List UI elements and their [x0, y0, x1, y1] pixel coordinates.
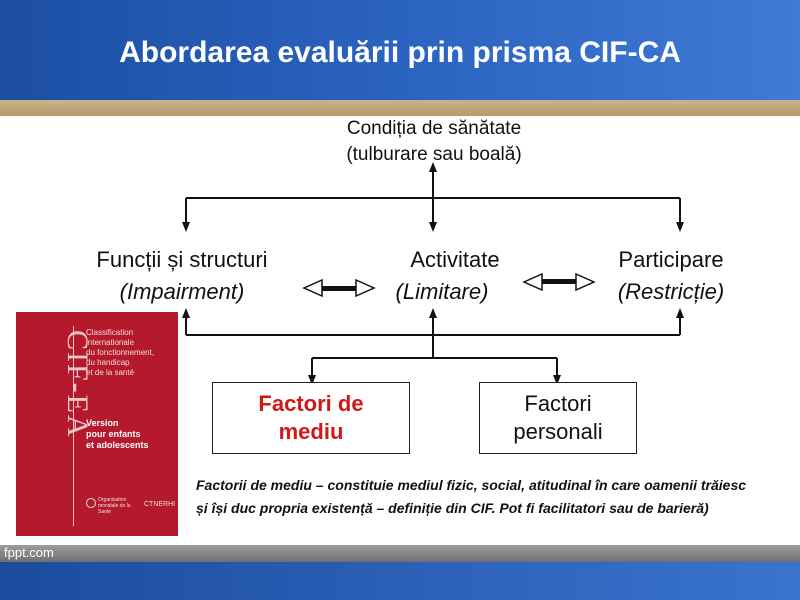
health-arrow-up — [429, 162, 437, 172]
health-condition-line2: (tulburare sau boală) — [346, 144, 522, 165]
environmental-factors-box: Factori de mediu — [212, 382, 410, 454]
slide-title: Abordarea evaluării prin prisma CIF-CA — [119, 36, 681, 69]
double-arrow-right-bar — [542, 279, 576, 284]
footer-bar — [0, 562, 800, 600]
personal-factors-box: Factori personali — [479, 382, 637, 454]
personal-factors-line2: personali — [513, 419, 603, 444]
book-subtitle-line: du fonctionnement, — [86, 348, 155, 357]
book-publisher-left-text: Organisation mondiale de la Santé — [98, 497, 131, 515]
environmental-factors-line2: mediu — [278, 419, 344, 444]
participation-label: Participare (Restricție) — [596, 244, 746, 308]
health-condition-line1: Condiția de sănătate — [346, 118, 522, 139]
book-publisher-right: CTNERHI — [144, 501, 176, 508]
who-logo-icon — [86, 498, 96, 508]
book-spine-title: CIF-EA — [61, 330, 94, 439]
book-version-line: et adolescents — [86, 440, 149, 450]
participation-line1: Participare — [618, 247, 724, 272]
footer-label: fppt.com — [4, 545, 54, 560]
double-arrow-left-bar — [322, 286, 356, 291]
participation-line2: (Restricție) — [617, 279, 725, 304]
environmental-factors-note: Factorii de mediu – constituie mediul fi… — [196, 477, 747, 516]
book-subtitle-line: et de la santé — [86, 368, 135, 377]
personal-factors-line1: Factori — [524, 391, 592, 416]
health-arrow-down — [429, 222, 437, 232]
book-version-line: pour enfants — [86, 429, 141, 439]
functions-label: Funcții și structuri (Impairment) — [62, 244, 302, 308]
header-stripe — [0, 100, 800, 116]
header-bar — [0, 0, 800, 100]
activity-line2: (Limitare) — [395, 279, 489, 304]
functions-line1: Funcții și structuri — [96, 247, 268, 272]
cif-ea-book-cover: CIF-EA Classification internationale du … — [16, 312, 178, 536]
book-subtitle-line: du handicap — [86, 358, 130, 367]
activity-line1: Activitate — [410, 247, 500, 272]
footer-stripe — [0, 545, 800, 562]
book-publisher-left: Organisation mondiale de la Santé — [86, 497, 132, 515]
book-subtitle-line: internationale — [86, 338, 135, 347]
health-condition-label: Condiția de sănătate (tulburare sau boal… — [300, 116, 568, 168]
activity-label: Activitate (Limitare) — [362, 244, 522, 308]
book-subtitle: Classification internationale du fonctio… — [86, 328, 176, 378]
environmental-factors-line1: Factori de — [258, 391, 364, 416]
book-version: Version pour enfants et adolescents — [86, 418, 178, 451]
book-version-line: Version — [86, 418, 119, 428]
functions-line2: (Impairment) — [119, 279, 245, 304]
book-subtitle-line: Classification — [86, 328, 134, 337]
book-divider — [73, 326, 74, 526]
